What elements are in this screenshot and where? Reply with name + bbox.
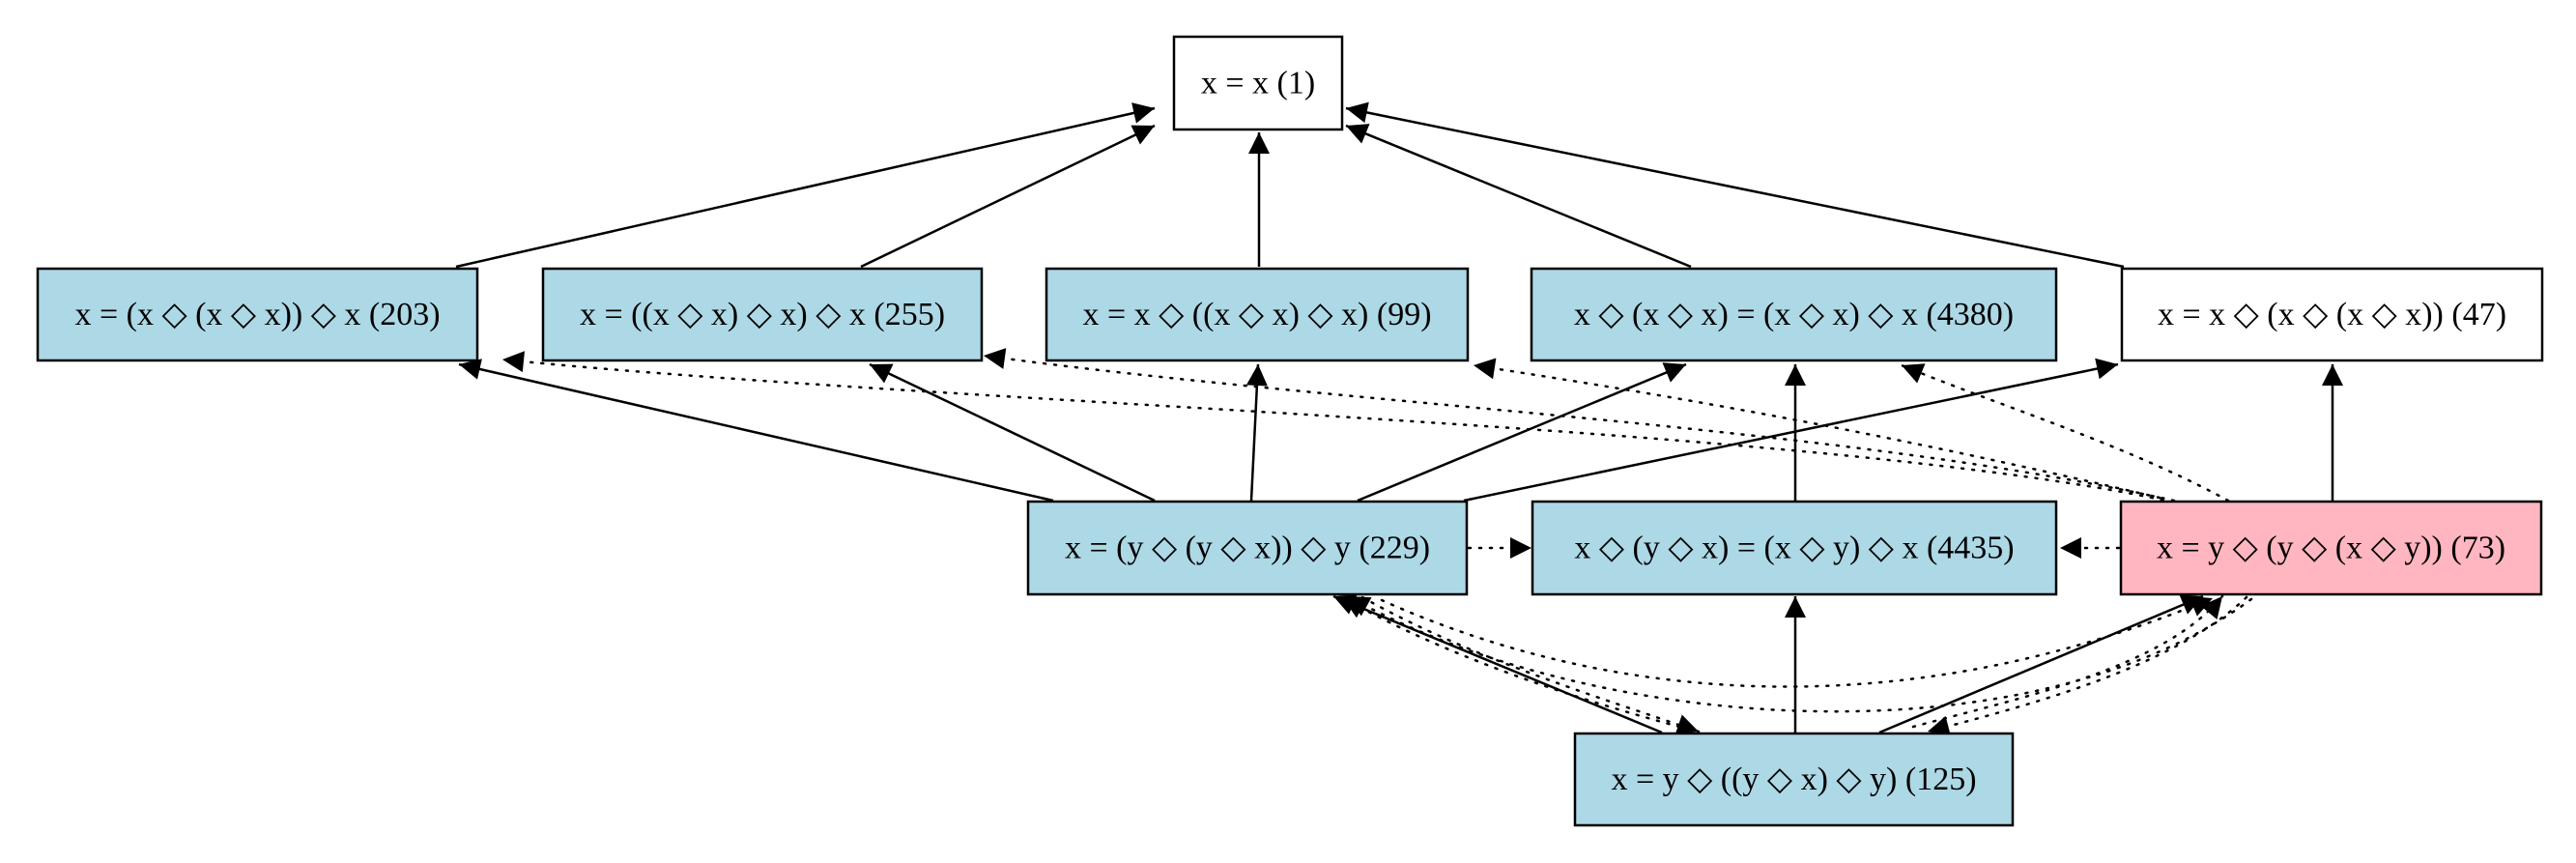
nodes-layer: x = x (1) x = (x ◇ (x ◇ x)) ◇ x (203) x … (36, 35, 2544, 827)
edge-n229-to-n73-dotted (1380, 596, 2215, 688)
edge-n229-to-n47 (1463, 358, 2119, 503)
edge-n203-to-n1 (455, 102, 1156, 269)
svg-text:x ◇ (x ◇ x) = (x ◇ x) ◇ x (438: x ◇ (x ◇ x) = (x ◇ x) ◇ x (4380) (1574, 297, 2014, 332)
node-n73: x = y ◇ (y ◇ (x ◇ y)) (73) (2119, 500, 2543, 596)
svg-text:x = x (1): x = x (1) (1201, 66, 1315, 101)
node-n203: x = (x ◇ (x ◇ x)) ◇ x (203) (36, 267, 479, 362)
svg-text:x = (y ◇ (y ◇ x)) ◇ y (229): x = (y ◇ (y ◇ x)) ◇ y (229) (1065, 531, 1430, 566)
edge-n73-to-n203-dotted (501, 351, 2186, 506)
edge-n229-to-n4380 (1357, 362, 1687, 503)
svg-text:x = ((x ◇ x) ◇ x) ◇ x (255): x = ((x ◇ x) ◇ x) ◇ x (255) (580, 297, 945, 332)
edge-n229-to-n99 (1245, 363, 1268, 502)
edge-n125-to-n73-dotted (1911, 594, 2224, 729)
svg-text:x = y ◇ ((y ◇ x) ◇ y) (125): x = y ◇ ((y ◇ x) ◇ y) (125) (1611, 762, 1976, 797)
svg-text:x = x ◇ (x ◇ (x ◇ x)) (47): x = x ◇ (x ◇ (x ◇ x)) (47) (2158, 297, 2506, 332)
node-n125: x = y ◇ ((y ◇ x) ◇ y) (125) (1573, 732, 2015, 827)
node-n4380: x ◇ (x ◇ x) = (x ◇ x) ◇ x (4380) (1530, 267, 2058, 362)
node-n229: x = (y ◇ (y ◇ x)) ◇ y (229) (1026, 500, 1469, 596)
svg-text:x ◇ (y ◇ x) = (x ◇ y) ◇ x (443: x ◇ (y ◇ x) = (x ◇ y) ◇ x (4435) (1574, 531, 2014, 566)
edge-n4380-to-n1 (1345, 124, 1692, 269)
edge-n229-to-n203 (458, 359, 1054, 503)
edge-n73-to-n99-dotted (1472, 358, 2161, 500)
node-n99: x = x ◇ ((x ◇ x) ◇ x) (99) (1045, 267, 1470, 362)
svg-text:x = y ◇ (y ◇ (x ◇ y)) (73): x = y ◇ (y ◇ (x ◇ y)) (73) (2157, 531, 2505, 566)
edge-n125-to-n73 (1878, 594, 2204, 734)
edge-n255-to-n1 (860, 124, 1156, 269)
node-n4435: x ◇ (y ◇ x) = (x ◇ y) ◇ x (4435) (1531, 500, 2058, 596)
edge-n73-to-n255-dotted (982, 348, 2176, 503)
node-n1: x = x (1) (1172, 35, 1344, 131)
edge-n73-to-n229-dotted (1346, 594, 2253, 713)
node-n47: x = x ◇ (x ◇ (x ◇ x)) (47) (2120, 267, 2544, 362)
svg-text:x = x ◇ ((x ◇ x) ◇ x) (99): x = x ◇ ((x ◇ x) ◇ x) (99) (1082, 297, 1431, 332)
node-n255: x = ((x ◇ x) ◇ x) ◇ x (255) (541, 267, 984, 362)
edge-n229-to-n125-dotted (1360, 595, 1701, 735)
svg-text:x = (x ◇ (x ◇ x)) ◇ x (203): x = (x ◇ (x ◇ x)) ◇ x (203) (74, 297, 440, 332)
edge-n229-to-n255 (869, 362, 1156, 503)
edge-n125-to-n229 (1332, 594, 1663, 734)
edge-n47-to-n1 (1345, 101, 2125, 269)
edges-layer (455, 101, 2343, 737)
edge-n73-to-n4380-dotted (1900, 363, 2230, 503)
